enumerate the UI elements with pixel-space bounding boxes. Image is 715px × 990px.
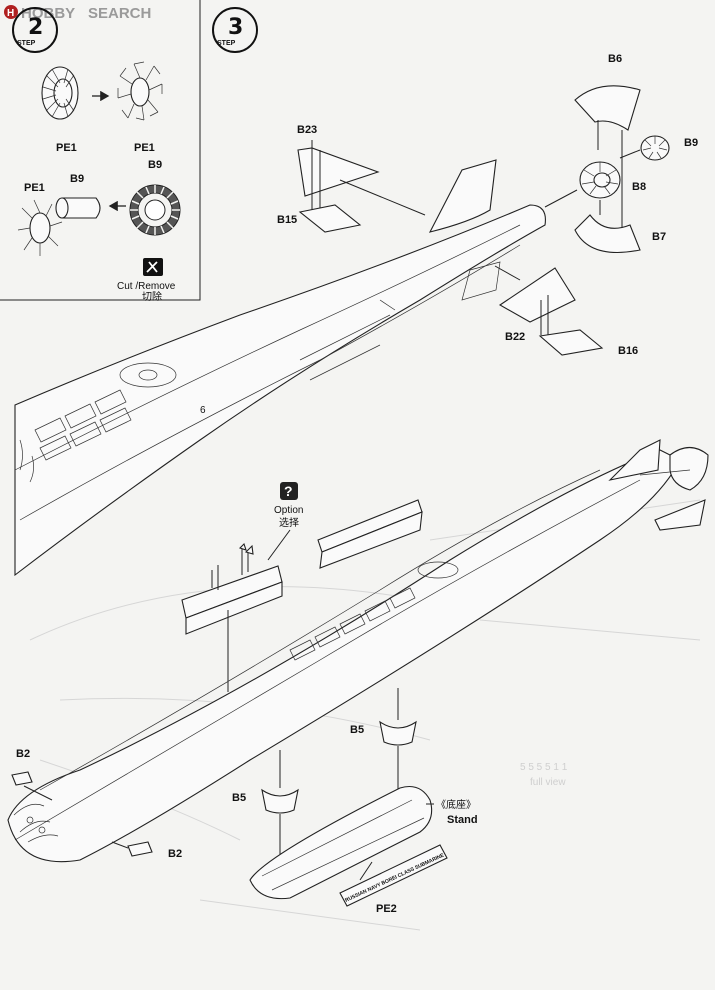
label-b5-a: B5 xyxy=(350,724,364,736)
svg-text:6: 6 xyxy=(200,405,206,416)
note-cut-remove-cn: 切除 xyxy=(142,290,162,303)
note-stand-cn: 《底座》 xyxy=(436,798,476,811)
label-b2-a: B2 xyxy=(16,748,30,760)
note-stand: Stand xyxy=(447,814,478,826)
option-callout: ? Option 选择 xyxy=(181,482,423,692)
label-pe1-b: PE1 xyxy=(134,142,155,154)
svg-text:5 5 5 5 1 1: 5 5 5 5 1 1 xyxy=(520,762,568,773)
svg-text:full view: full view xyxy=(530,777,566,788)
label-b8: B8 xyxy=(632,181,646,193)
pe1-b9-assembly xyxy=(17,197,101,256)
label-b22: B22 xyxy=(505,331,525,343)
note-option: Option xyxy=(274,505,303,516)
stern-parts: B6 B9 B8 B7 B23 B15 B22 B16 xyxy=(277,53,698,357)
question-icon: ? xyxy=(280,482,298,500)
label-pe1-a: PE1 xyxy=(56,142,77,154)
submarine-upper-hull: 6 xyxy=(14,159,546,577)
option-mark: ? xyxy=(284,483,293,499)
label-b2-b: B2 xyxy=(168,848,182,860)
bleed-through-ghosts: 5 5 5 5 1 1 full view xyxy=(29,499,701,931)
label-b9-a: B9 xyxy=(148,159,162,171)
submarine-lower-hull xyxy=(7,439,709,863)
step-3-badge: 3 STEP xyxy=(212,7,258,53)
watermark-suffix: SEARCH xyxy=(88,5,151,22)
step-2-inset: 2 STEP PE1 PE1 B9 PE1 B9 xyxy=(0,0,201,303)
pe1-bent-fan xyxy=(117,61,163,121)
watermark: H HOBBY SEARCH xyxy=(4,5,151,22)
label-b9-b: B9 xyxy=(70,173,84,185)
step-2-badge: 2 STEP xyxy=(12,7,58,53)
label-b9-c: B9 xyxy=(684,137,698,149)
label-pe2: PE2 xyxy=(376,903,397,915)
label-b6: B6 xyxy=(608,53,622,65)
label-b15: B15 xyxy=(277,214,297,226)
note-cut-remove: Cut /Remove xyxy=(117,281,176,292)
label-b7: B7 xyxy=(652,231,666,243)
b2-parts: B2 B2 xyxy=(11,748,182,860)
note-option-cn: 选择 xyxy=(279,516,299,529)
b9-ring xyxy=(129,184,181,236)
step-2-number: 2 xyxy=(28,15,43,40)
pe1-flat-fan xyxy=(41,66,79,120)
label-b23: B23 xyxy=(297,124,317,136)
label-b16: B16 xyxy=(618,345,638,357)
label-pe1-c: PE1 xyxy=(24,182,45,194)
step-3-label: STEP xyxy=(217,40,236,47)
svg-text:H: H xyxy=(7,8,14,19)
watermark-logo-icon xyxy=(4,5,18,19)
step-2-label: STEP xyxy=(17,40,36,47)
step-3-number: 3 xyxy=(228,15,243,40)
label-b5-b: B5 xyxy=(232,792,246,804)
scissors-icon xyxy=(143,258,163,276)
